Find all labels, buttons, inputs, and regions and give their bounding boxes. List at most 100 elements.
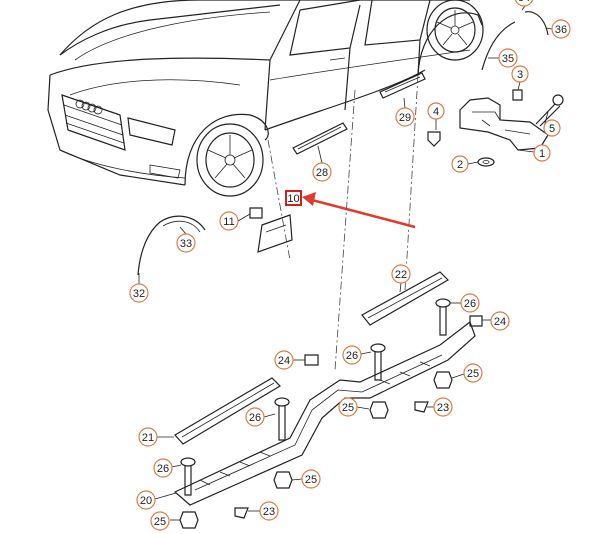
grille-bar (63, 104, 123, 126)
car-logo (75, 99, 103, 115)
red-arrow (302, 192, 416, 229)
vehicle-drawing (47, 0, 483, 186)
svg-text:21: 21 (142, 432, 154, 444)
callout-23-bottom[interactable]: 23 (259, 501, 279, 521)
callout-5[interactable]: 5 (543, 119, 561, 137)
callout-25-mid[interactable]: 25 (338, 397, 358, 417)
callout-32[interactable]: 32 (129, 283, 149, 303)
car-side-window (289, 0, 361, 56)
svg-text:26: 26 (249, 412, 261, 424)
callout-28[interactable]: 28 (312, 162, 332, 182)
arch-strip-33 (137, 215, 206, 276)
clip-23-bottom (234, 507, 249, 519)
highlight-part-10[interactable]: 10 (285, 190, 302, 206)
nut-25-bottom (179, 511, 199, 529)
callout-25-lower[interactable]: 25 (301, 469, 321, 489)
svg-text:32: 32 (133, 288, 145, 300)
callout-21[interactable]: 21 (138, 427, 158, 447)
car-windshield (59, 4, 281, 56)
clip-24-left (304, 354, 319, 366)
grille-bar (65, 122, 125, 144)
trim-strip-29 (379, 72, 426, 99)
callout-25-right[interactable]: 25 (463, 363, 483, 383)
nut-25-mid (369, 401, 389, 419)
svg-text:29: 29 (399, 112, 411, 124)
callout-26-top-right[interactable]: 26 (460, 293, 480, 313)
callout-26-lower[interactable]: 26 (245, 407, 265, 427)
arch-strip-33-inner (162, 220, 201, 233)
callout-24-right[interactable]: 24 (490, 311, 510, 331)
callout-36[interactable]: 36 (551, 19, 571, 39)
svg-text:26: 26 (346, 350, 358, 362)
svg-text:11: 11 (223, 216, 234, 228)
svg-text:35: 35 (502, 53, 514, 65)
svg-text:34: 34 (518, 0, 530, 4)
svg-text:2: 2 (457, 159, 463, 171)
svg-text:26: 26 (157, 463, 169, 475)
car-sill (264, 69, 426, 131)
grille-bar (64, 114, 124, 136)
callouts: 34 36 35 3 29 4 5 1 (129, 0, 571, 531)
callout-2[interactable]: 2 (451, 155, 469, 173)
callout-25-bottom[interactable]: 25 (150, 511, 170, 531)
callout-26-mid[interactable]: 26 (342, 345, 362, 365)
callout-22[interactable]: 22 (391, 264, 411, 284)
callout-23-right[interactable]: 23 (433, 397, 453, 417)
svg-text:5: 5 (549, 123, 555, 135)
svg-text:25: 25 (342, 402, 354, 414)
callout-4[interactable]: 4 (427, 102, 445, 120)
callout-24-left[interactable]: 24 (274, 350, 294, 370)
car-rear-arch (417, 12, 483, 76)
callout-34[interactable]: 34 (514, 0, 534, 7)
trim-strip-28 (292, 122, 348, 155)
svg-text:3: 3 (517, 69, 523, 81)
svg-text:28: 28 (316, 167, 328, 179)
callout-33[interactable]: 33 (176, 233, 196, 253)
car-roof (59, 0, 470, 56)
svg-text:24: 24 (494, 316, 506, 328)
callout-35[interactable]: 35 (498, 48, 518, 68)
callout-20[interactable]: 20 (136, 490, 156, 510)
front-wheel (196, 123, 264, 197)
callout-26-bottom[interactable]: 26 (153, 458, 173, 478)
screw-26-bottom (180, 457, 196, 496)
callout-29[interactable]: 29 (395, 107, 415, 127)
highlight-label: 10 (287, 193, 299, 205)
svg-text:26: 26 (464, 298, 476, 310)
car-fog-lamp (149, 164, 181, 179)
svg-text:23: 23 (437, 402, 449, 414)
svg-text:25: 25 (305, 474, 317, 486)
arch-strip-34 (524, 11, 549, 36)
svg-text:4: 4 (433, 106, 439, 118)
callout-1[interactable]: 1 (533, 144, 551, 162)
screw-26-top-right (435, 298, 451, 336)
car-a-pillar (269, 0, 301, 61)
clip-23-right (414, 401, 429, 413)
mudflap-10 (257, 214, 293, 253)
nut-25-lower (273, 471, 293, 489)
sill-trim-21 (174, 377, 281, 445)
svg-text:33: 33 (180, 238, 192, 250)
rear-wheel (426, 0, 484, 61)
screw-26-mid (370, 343, 386, 381)
svg-text:20: 20 (140, 495, 152, 507)
clip-24-right (469, 315, 483, 327)
clip-3 (512, 89, 523, 101)
sill-panel-20 (173, 321, 476, 506)
svg-text:23: 23 (263, 506, 275, 518)
nut-25-right (433, 371, 453, 389)
svg-text:36: 36 (555, 24, 567, 36)
callout-11[interactable]: 11 (219, 211, 239, 231)
arch-strip-35 (481, 21, 516, 71)
car-hood (49, 57, 271, 76)
callout-3[interactable]: 3 (511, 65, 529, 83)
rear-bracket (459, 97, 549, 151)
car-windshield-inner (74, 11, 271, 61)
screw-26-lower (274, 397, 290, 441)
car-grille (61, 94, 126, 151)
svg-text:25: 25 (467, 368, 479, 380)
leader-lines (138, 1, 553, 521)
clip-11 (249, 207, 263, 219)
car-door-handle (329, 57, 346, 61)
car-lower-bumper (59, 149, 186, 179)
